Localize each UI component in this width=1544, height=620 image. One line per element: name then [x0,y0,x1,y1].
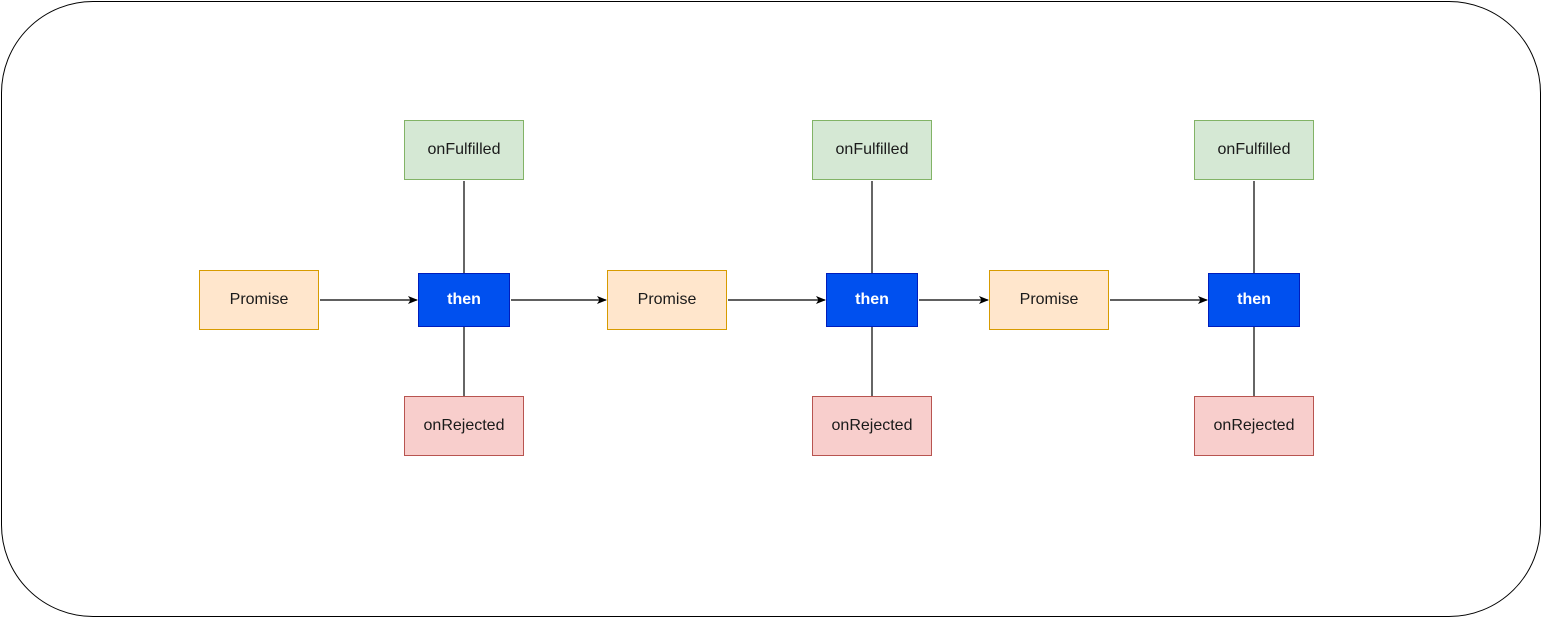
on-rejected-label-3: onRejected [1213,417,1295,434]
then-node-1[interactable]: then [418,273,510,327]
on-fulfilled-label-3: onFulfilled [1217,141,1291,158]
on-rejected-label-1: onRejected [423,417,505,434]
then-label-1: then [447,291,481,308]
on-rejected-node-3[interactable]: onRejected [1194,396,1314,456]
promise-node-1[interactable]: Promise [199,270,319,330]
on-fulfilled-node-1[interactable]: onFulfilled [404,120,524,180]
on-rejected-node-2[interactable]: onRejected [812,396,932,456]
on-fulfilled-node-2[interactable]: onFulfilled [812,120,932,180]
then-label-3: then [1237,291,1271,308]
promise-label-3: Promise [1019,291,1079,308]
then-label-2: then [855,291,889,308]
on-fulfilled-label-2: onFulfilled [835,141,909,158]
promise-node-2[interactable]: Promise [607,270,727,330]
on-fulfilled-node-3[interactable]: onFulfilled [1194,120,1314,180]
promise-label-1: Promise [229,291,289,308]
then-node-2[interactable]: then [826,273,918,327]
promise-node-3[interactable]: Promise [989,270,1109,330]
on-rejected-node-1[interactable]: onRejected [404,396,524,456]
promise-label-2: Promise [637,291,697,308]
on-fulfilled-label-1: onFulfilled [427,141,501,158]
then-node-3[interactable]: then [1208,273,1300,327]
on-rejected-label-2: onRejected [831,417,913,434]
